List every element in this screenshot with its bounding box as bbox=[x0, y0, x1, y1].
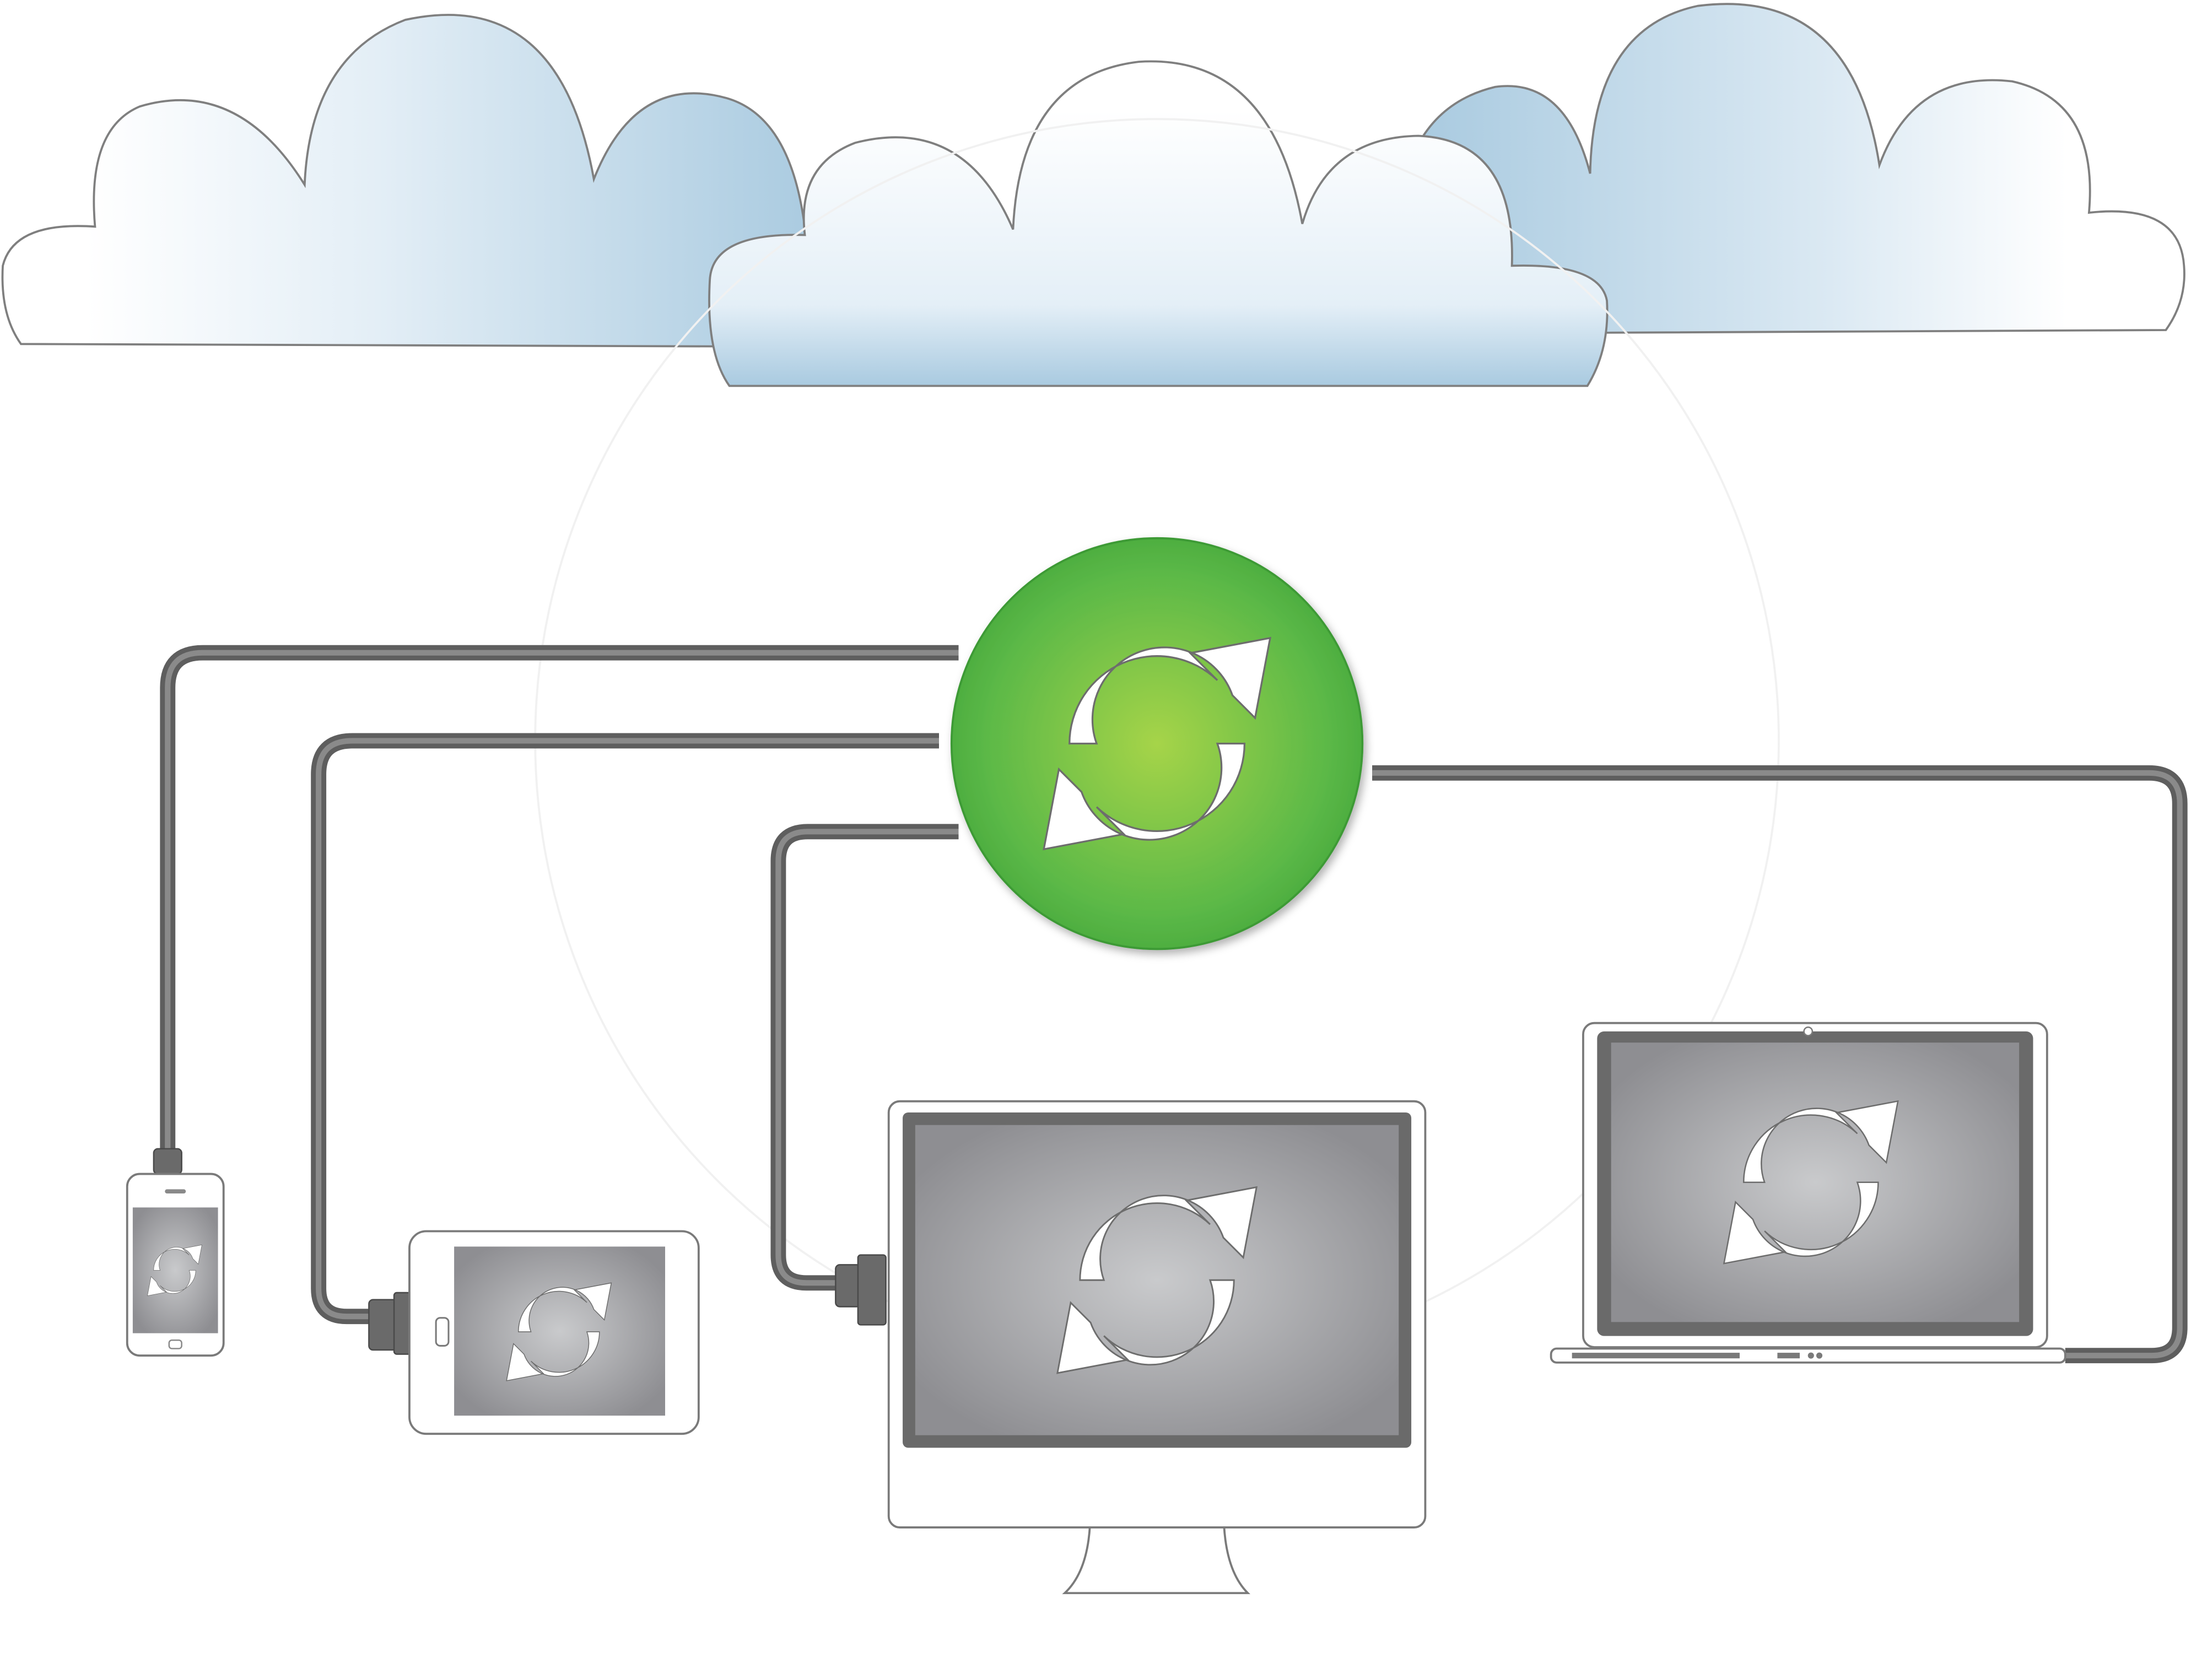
desktop-screen bbox=[915, 1125, 1399, 1435]
tablet-icon bbox=[408, 1230, 700, 1435]
tablet-screen bbox=[454, 1246, 665, 1416]
desktop-stand bbox=[1062, 1525, 1250, 1595]
cloud-left bbox=[1, 14, 840, 348]
cables bbox=[160, 645, 2188, 1364]
hub-circle bbox=[950, 537, 1364, 950]
smartphone-icon bbox=[126, 1173, 225, 1357]
laptop-icon bbox=[1550, 1022, 2066, 1364]
cable-tablet-inner bbox=[316, 738, 939, 1320]
cloud-icon bbox=[1, 3, 2185, 387]
cable-desktop-inner bbox=[775, 829, 959, 1286]
phone-speaker bbox=[165, 1189, 186, 1194]
laptop-slot bbox=[1572, 1353, 1740, 1359]
laptop-screen bbox=[1611, 1042, 2020, 1322]
laptop-led-2 bbox=[1816, 1352, 1823, 1359]
cable-laptop-inner bbox=[1372, 770, 2183, 1359]
cloud-middle bbox=[708, 60, 1609, 387]
tablet-plug bbox=[393, 1292, 412, 1355]
phone-home-button bbox=[168, 1339, 182, 1349]
tablet-home-button bbox=[435, 1317, 450, 1347]
cloud-right bbox=[1396, 3, 2185, 334]
phone-screen bbox=[132, 1207, 218, 1333]
desktop-monitor-icon bbox=[887, 1100, 1427, 1595]
connectors bbox=[153, 1148, 887, 1355]
cable-phone-inner bbox=[165, 650, 959, 1160]
sync-hub bbox=[950, 537, 1364, 950]
desktop-connector bbox=[835, 1264, 862, 1308]
laptop-camera bbox=[1803, 1027, 1814, 1036]
cable-phone bbox=[160, 645, 959, 1160]
desktop-plug bbox=[857, 1254, 887, 1326]
laptop-latch bbox=[1777, 1353, 1800, 1359]
tablet-connector bbox=[368, 1299, 398, 1351]
laptop-led bbox=[1807, 1352, 1814, 1359]
phone-connector bbox=[153, 1148, 182, 1175]
